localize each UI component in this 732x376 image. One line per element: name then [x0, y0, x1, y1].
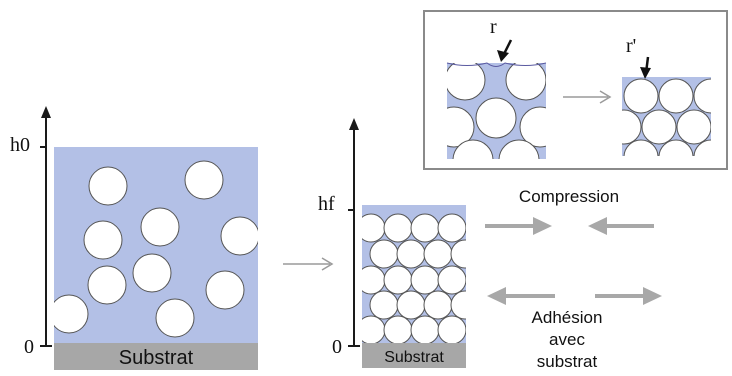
initial-zero-label: 0: [24, 336, 34, 358]
particle: [87, 265, 127, 305]
inset-dense-particles: [622, 78, 711, 156]
final-particles: [362, 213, 466, 343]
particle: [88, 166, 128, 206]
inset-radius-r-label: r: [490, 16, 497, 38]
initial-substrate-label: Substrat: [119, 347, 194, 369]
transition-arrow: [283, 257, 334, 271]
adhesion-label-line2: avec: [549, 330, 585, 349]
particle: [140, 207, 180, 247]
particle: [184, 160, 224, 200]
adhesion-label-line1: Adhésion: [532, 308, 603, 327]
inset-radius-r-prime-label: r': [626, 35, 636, 57]
initial-axis-arrowhead: [41, 106, 51, 118]
final-substrate-label: Substrat: [384, 349, 444, 366]
adhesion-forces: Adhésion avec substrat: [487, 287, 662, 371]
final-substrate: [362, 343, 466, 368]
inset-loose-particles: [447, 63, 546, 159]
particle: [220, 216, 258, 256]
compression-forces: Compression: [485, 187, 654, 235]
adhesion-label-line3: substrat: [537, 352, 598, 371]
inset-radius-r-prime-arrow: [640, 56, 651, 79]
inset-radius-r-arrow: [497, 39, 513, 62]
particle: [132, 253, 172, 293]
final-film-panel: Substrat hf 0: [318, 118, 466, 368]
initial-height-label: h0: [10, 134, 30, 156]
final-zero-label: 0: [332, 336, 342, 358]
particle: [155, 298, 195, 338]
particle: [83, 220, 123, 260]
initial-particles: [54, 160, 258, 338]
particle: [54, 294, 89, 334]
inset-transition-arrow: [563, 90, 612, 104]
initial-substrate: [54, 343, 258, 370]
final-axis-arrowhead: [349, 118, 359, 130]
inset-left-meniscus: [446, 62, 547, 67]
final-height-label: hf: [318, 193, 335, 215]
capillary-inset: r r': [423, 10, 728, 170]
initial-film-panel: Substrat h0 0: [10, 106, 258, 370]
particle: [205, 270, 245, 310]
compression-label: Compression: [519, 187, 619, 206]
